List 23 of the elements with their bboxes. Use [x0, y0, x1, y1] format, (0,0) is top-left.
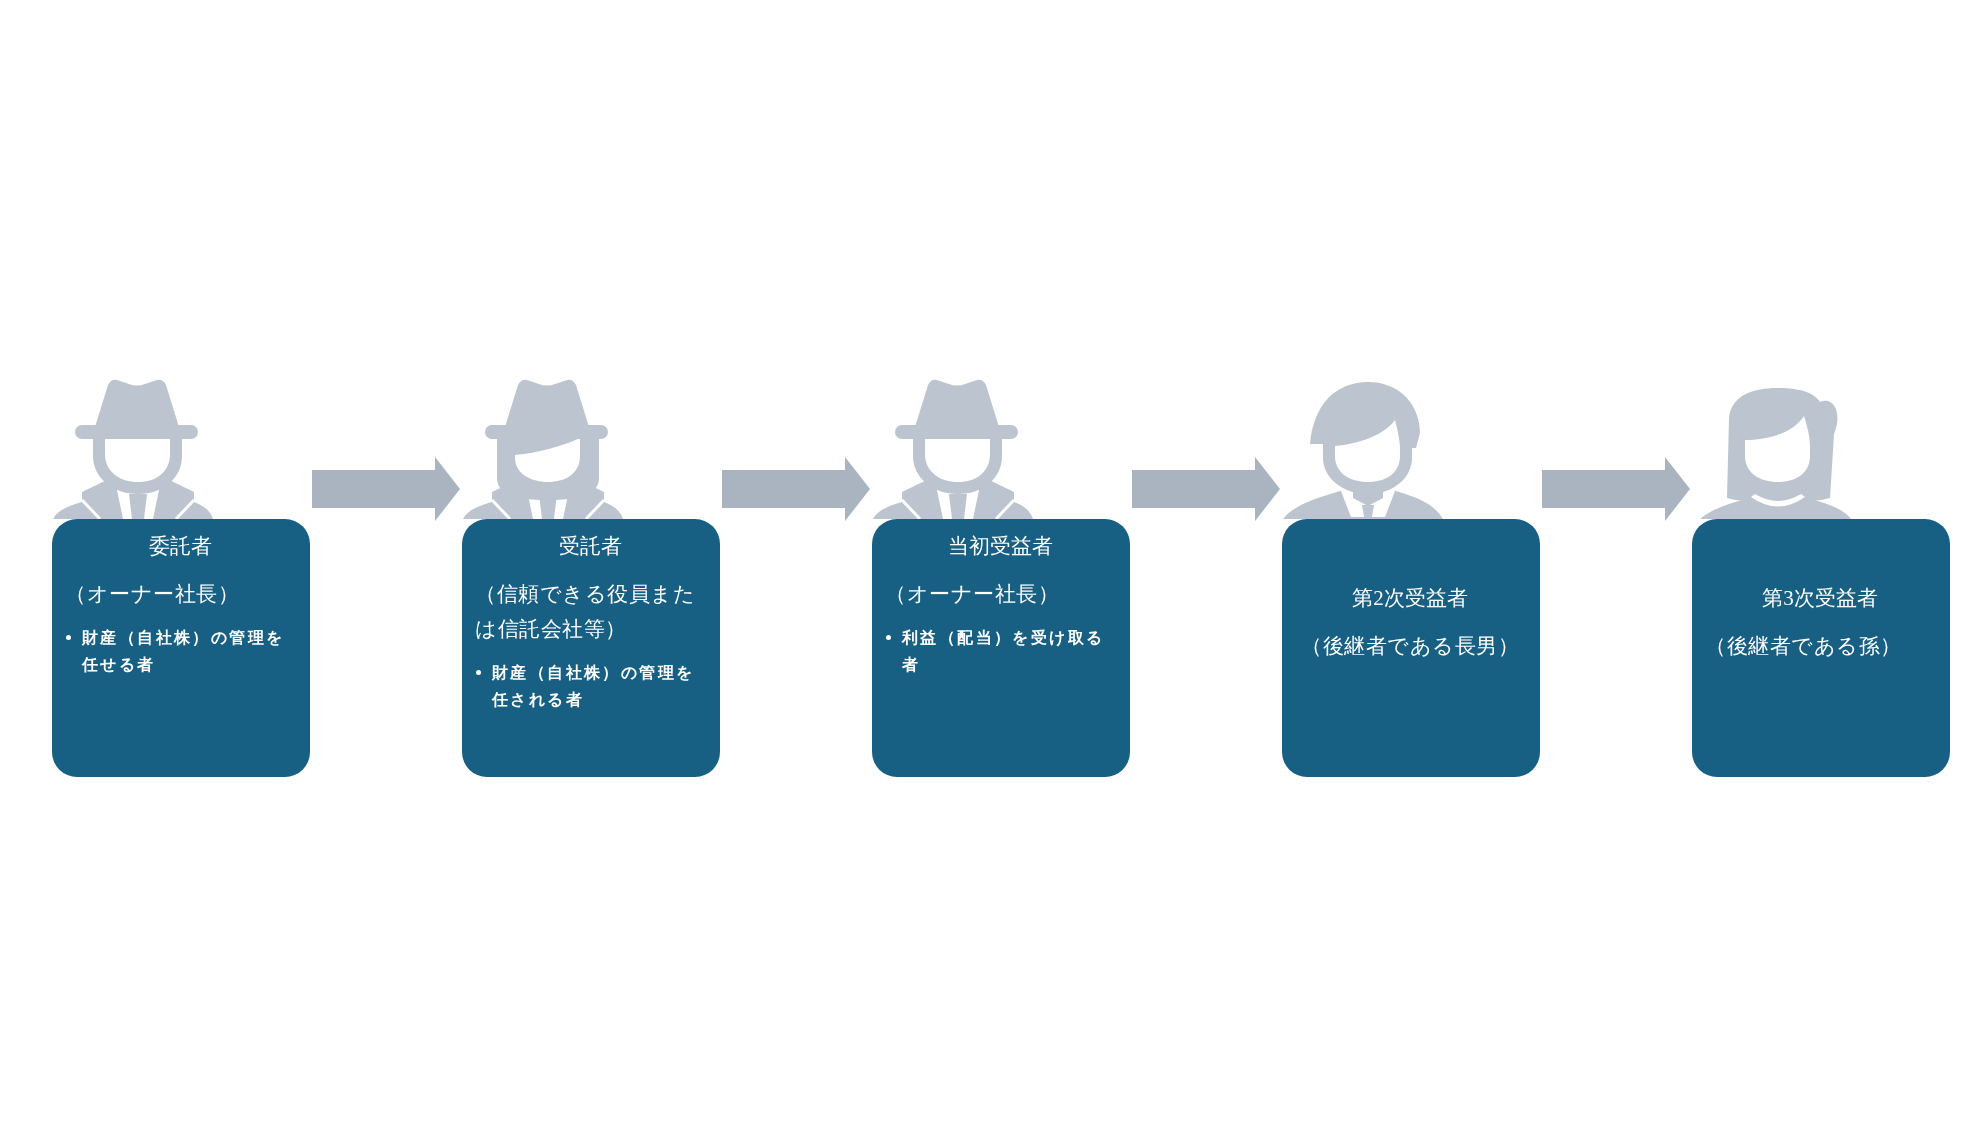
role-subtitle: （信頼できる役員または信託会社等） — [475, 581, 696, 643]
role-title: 第2次受益者 — [1352, 585, 1468, 612]
block-arrow — [1542, 457, 1690, 521]
role-title: 第3次受益者 — [1762, 585, 1878, 612]
role-title: 受託者 — [558, 533, 622, 560]
block-arrow — [722, 457, 870, 521]
role-subtitle: （後継者である孫） — [1705, 633, 1903, 660]
person-with-hat-icon — [873, 378, 1033, 519]
bullet-text: 財産（自社株）の管理を任される者 — [492, 662, 696, 711]
bullet-text: 利益（配当）を受け取る者 — [902, 627, 1106, 676]
person-with-hat-icon — [53, 378, 213, 519]
role-subtitle: （後継者である長男） — [1301, 633, 1519, 660]
role-card — [462, 378, 720, 777]
role-title: 委託者 — [148, 533, 212, 560]
role-subtitle: （オーナー社長） — [65, 581, 240, 608]
role-card — [872, 378, 1130, 777]
role-subtitle: （オーナー社長） — [885, 581, 1060, 608]
bullet-text: 財産（自社株）の管理を任せる者 — [82, 627, 286, 676]
role-card — [52, 378, 310, 777]
block-arrow — [312, 457, 460, 521]
block-arrow — [1132, 457, 1280, 521]
role-title: 当初受益者 — [947, 533, 1053, 560]
woman-with-hat-icon — [463, 378, 623, 519]
